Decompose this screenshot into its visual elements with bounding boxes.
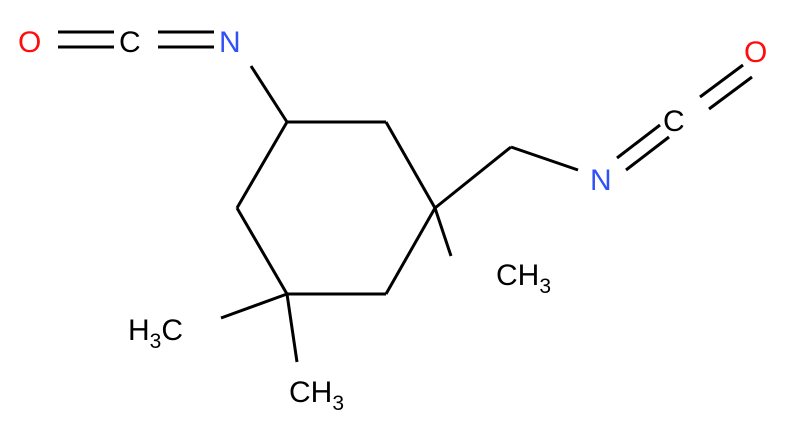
bond-ring-ch2 [434, 145, 512, 210]
oxygen-atom-right: O [744, 36, 767, 69]
methyl-label-bottom: CH3 [289, 376, 344, 415]
bond-ring-methyl-right [433, 207, 453, 257]
ring-bond-3 [384, 207, 437, 295]
carbon-atom-left: C [119, 26, 141, 59]
bond-ring-methyl-bottom [285, 293, 299, 363]
methyl-label-left: H3C [128, 314, 183, 353]
double-bond-n-c-right-a [616, 123, 661, 160]
nitrogen-atom-right: N [590, 164, 612, 197]
ring-bond-6 [235, 121, 289, 209]
oxygen-atom-left: O [18, 26, 41, 59]
double-bond-n-c-right-b [625, 135, 670, 172]
ring-bond-5 [235, 207, 289, 295]
carbon-atom-right: C [663, 105, 685, 138]
ring-bond-2 [384, 121, 437, 209]
methyl-label-right: CH3 [496, 259, 551, 298]
bond-ch2-n-right [510, 145, 579, 172]
nitrogen-atom-left: N [219, 26, 241, 59]
bond-n-ring [249, 65, 289, 123]
double-bond-c-o-right-a [699, 63, 744, 99]
double-bond-c-o-right-b [708, 75, 753, 111]
bond-ring-methyl-left [220, 292, 288, 320]
